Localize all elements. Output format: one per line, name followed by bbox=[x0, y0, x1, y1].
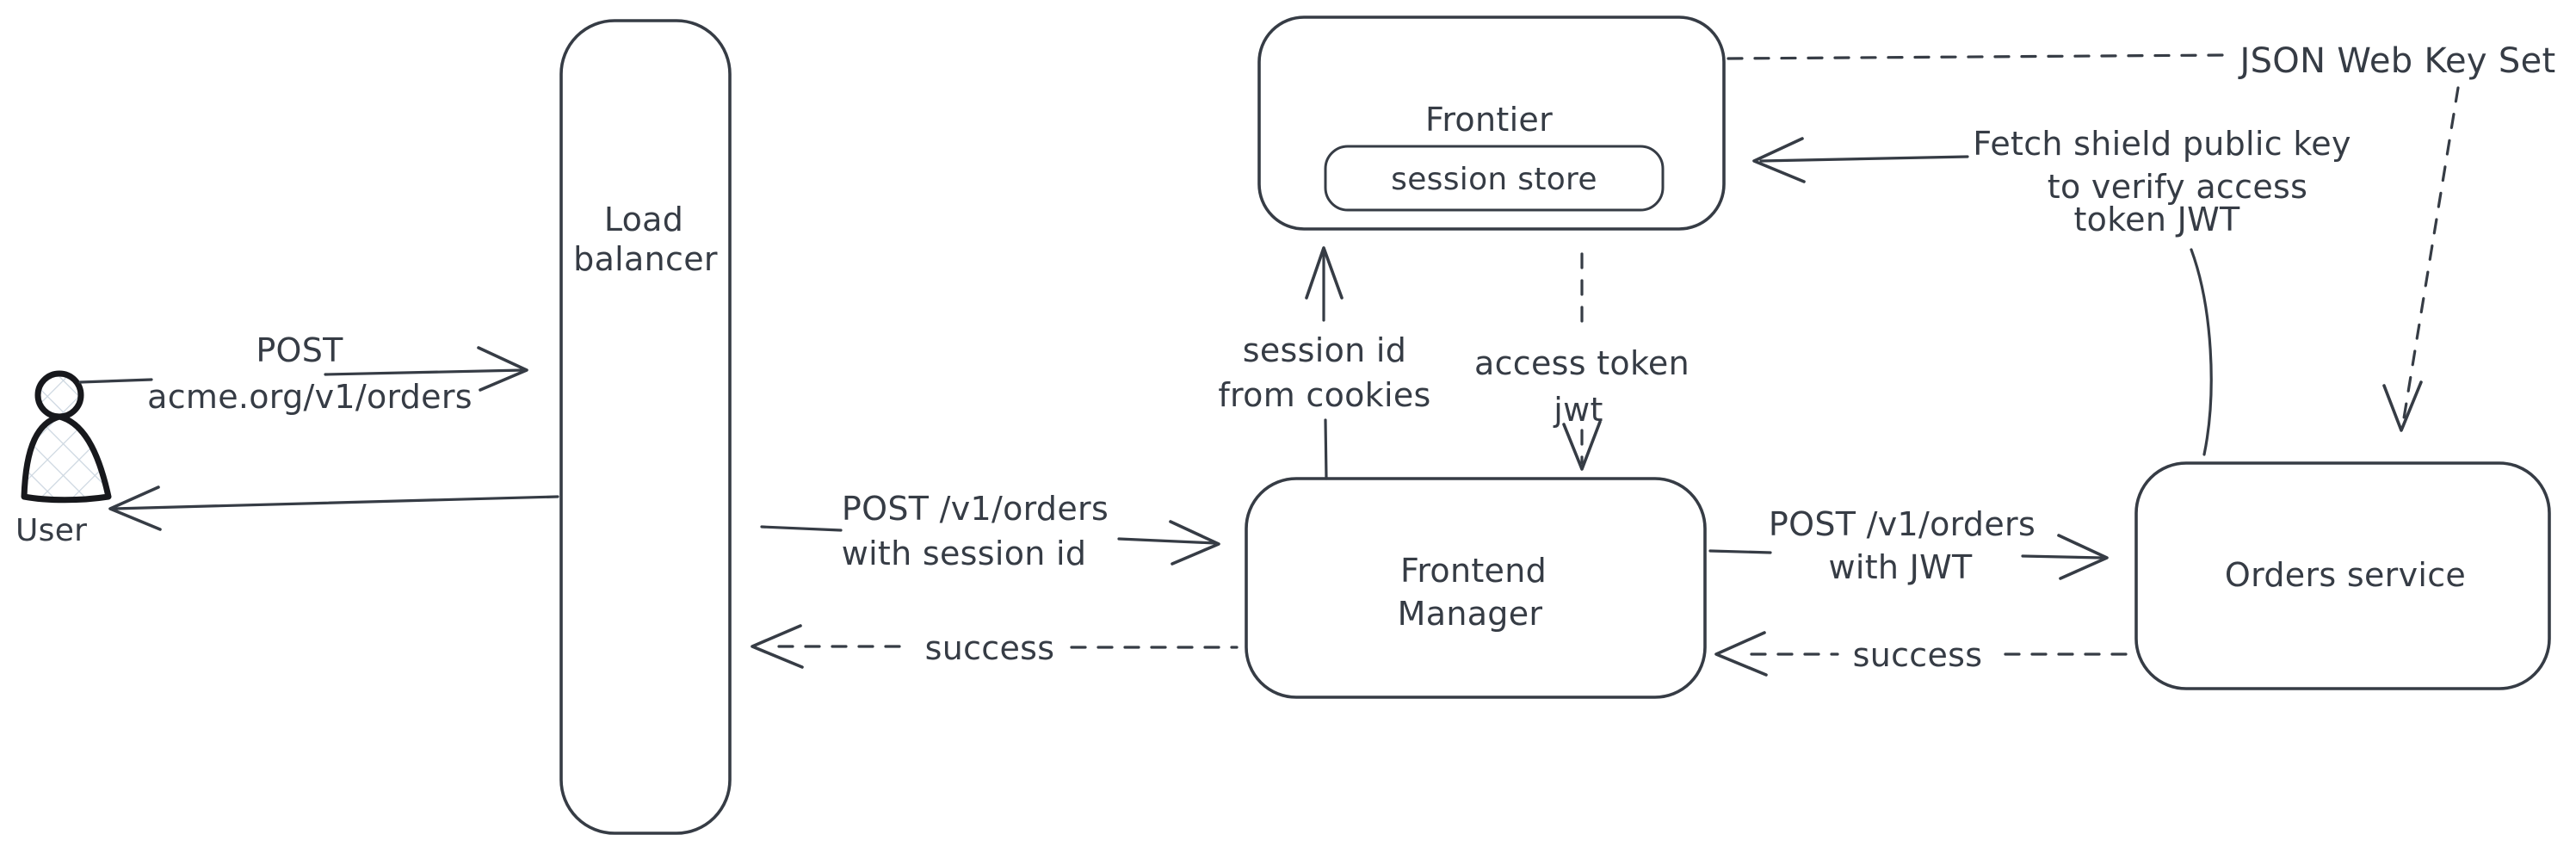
frontend-manager-label-line2: Manager bbox=[1398, 595, 1543, 633]
node-orders-service: Orders service bbox=[2134, 461, 2551, 690]
edge-fm-to-orders: POST /v1/orders with JWT bbox=[1708, 505, 2109, 586]
edge-frontier-to-fm-label-line2: jwt bbox=[1553, 391, 1603, 429]
session-store-label: session store bbox=[1391, 162, 1597, 197]
edge-fm-to-orders-label-line2: with JWT bbox=[1828, 548, 1973, 586]
edge-frontier-to-fm-label-line1: access token bbox=[1474, 344, 1690, 382]
load-balancer-label-line2: balancer bbox=[573, 240, 718, 278]
user-icon bbox=[21, 370, 112, 504]
edge-lb-to-user bbox=[108, 485, 559, 531]
node-frontend-manager: Frontend Manager bbox=[1245, 477, 1707, 699]
edge-fm-to-orders-label-line1: POST /v1/orders bbox=[1769, 505, 2035, 543]
edge-orders-to-frontier-label-line3: token JWT bbox=[2073, 201, 2240, 238]
edge-lb-to-fm: POST /v1/orders with session id bbox=[760, 490, 1220, 572]
edge-frontier-to-jwks bbox=[1727, 53, 2225, 60]
edge-user-to-lb-label-line2: acme.org/v1/orders bbox=[147, 378, 473, 416]
edge-fm-to-frontier: session id from cookies bbox=[1218, 246, 1430, 480]
edge-user-to-lb-label-line1: POST bbox=[256, 331, 343, 369]
frontend-manager-label-line1: Frontend bbox=[1400, 552, 1547, 590]
edge-orders-to-fm: success bbox=[1714, 631, 2136, 677]
edge-fm-to-lb-label: success bbox=[925, 629, 1055, 667]
node-session-store bbox=[1324, 145, 1665, 212]
edge-jwks-to-orders bbox=[2382, 86, 2460, 432]
edge-orders-to-fm-label: success bbox=[1853, 636, 1983, 674]
user-label: User bbox=[15, 513, 87, 548]
node-frontier: Frontier session store bbox=[1257, 15, 1726, 231]
orders-service-label: Orders service bbox=[2225, 556, 2466, 594]
edge-lb-to-fm-label-line1: POST /v1/orders bbox=[842, 490, 1109, 528]
node-load-balancer: Load balancer bbox=[559, 19, 732, 835]
edge-fm-to-frontier-label-line1: session id bbox=[1243, 331, 1406, 369]
load-balancer-label-line1: Load bbox=[604, 201, 683, 238]
edge-frontier-to-fm: access token jwt bbox=[1474, 252, 1690, 471]
edge-fm-to-frontier-label-line2: from cookies bbox=[1218, 376, 1430, 414]
edge-orders-to-frontier: Fetch shield public key to verify access… bbox=[1752, 125, 2351, 456]
edge-orders-to-frontier-label-line1: Fetch shield public key bbox=[1973, 125, 2351, 163]
edge-fm-to-lb: success bbox=[751, 624, 1239, 669]
frontier-label: Frontier bbox=[1425, 101, 1553, 139]
edge-user-to-lb: POST acme.org/v1/orders bbox=[78, 331, 528, 416]
jwks-label: JSON Web Key Set bbox=[2238, 41, 2556, 81]
edge-orders-to-frontier-label-line2: to verify access bbox=[2048, 168, 2307, 206]
edge-lb-to-fm-label-line2: with session id bbox=[842, 535, 1087, 572]
